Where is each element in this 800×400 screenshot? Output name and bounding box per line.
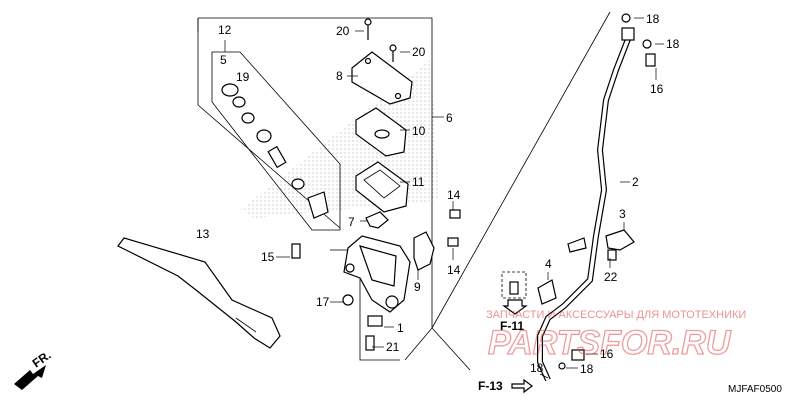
callout-21: 21 <box>386 340 400 354</box>
diaphragm <box>355 161 409 213</box>
callout-14-top: 14 <box>447 188 461 202</box>
piston-kit-outline <box>211 51 341 231</box>
small-bracket <box>365 211 389 229</box>
brake-lever <box>117 237 281 349</box>
callout-4: 4 <box>545 257 552 271</box>
diaphragm-plate <box>355 107 407 157</box>
callout-14-bottom: 14 <box>447 263 461 277</box>
callout-18-bottom-left: 18 <box>530 361 544 375</box>
callout-16-top: 16 <box>650 82 664 96</box>
reference-arrows <box>14 271 533 394</box>
callout-22: 22 <box>604 270 618 284</box>
callout-8: 8 <box>336 69 343 83</box>
callout-11: 11 <box>412 175 425 189</box>
callout-13: 13 <box>196 227 210 241</box>
watermark-brand: PARTSFOR.RU <box>488 324 732 362</box>
ref-front: FR. <box>30 348 54 371</box>
callout-20-mid: 20 <box>412 45 426 59</box>
hose-clamps <box>509 229 635 370</box>
watermark-subtitle: ЗАПЧАСТИ И АКСЕССУАРЫ ДЛЯ МОТОТЕХНИКИ <box>486 309 746 321</box>
callout-5: 5 <box>220 53 227 67</box>
callout-10: 10 <box>412 124 426 138</box>
callout-18-top: 18 <box>646 12 660 26</box>
callout-19: 19 <box>236 70 250 84</box>
leader-lines <box>224 17 664 379</box>
callout-6: 6 <box>446 111 453 125</box>
brake-hose <box>537 13 656 382</box>
clamp-holder <box>413 231 435 271</box>
callout-3: 3 <box>619 207 626 221</box>
callouts: 20 20 8 12 5 19 10 6 11 7 14 14 13 15 9 … <box>30 12 783 395</box>
watermark: ЗАПЧАСТИ И АКСЕССУАРЫ ДЛЯ МОТОТЕХНИКИ PA… <box>486 309 746 363</box>
callout-7: 7 <box>348 215 355 229</box>
callout-18-bottom-right: 18 <box>580 362 594 376</box>
callout-1: 1 <box>397 321 404 335</box>
callout-2: 2 <box>632 175 639 189</box>
callout-9: 9 <box>414 280 421 294</box>
reservoir-cap <box>351 51 413 105</box>
callout-18-second: 18 <box>666 37 680 51</box>
piston-kit-parts <box>221 83 329 219</box>
callout-12: 12 <box>218 23 232 37</box>
master-cylinder-body <box>343 235 411 313</box>
callout-17: 17 <box>316 295 330 309</box>
ref-f11: F-11 <box>500 319 524 333</box>
callout-20-top: 20 <box>336 24 350 38</box>
callout-15: 15 <box>261 250 275 264</box>
screws <box>291 18 461 351</box>
ref-f13: F-13 <box>478 379 503 393</box>
callout-16-bottom: 16 <box>600 347 614 361</box>
diagram-code: MJFAF0500 <box>728 384 782 395</box>
